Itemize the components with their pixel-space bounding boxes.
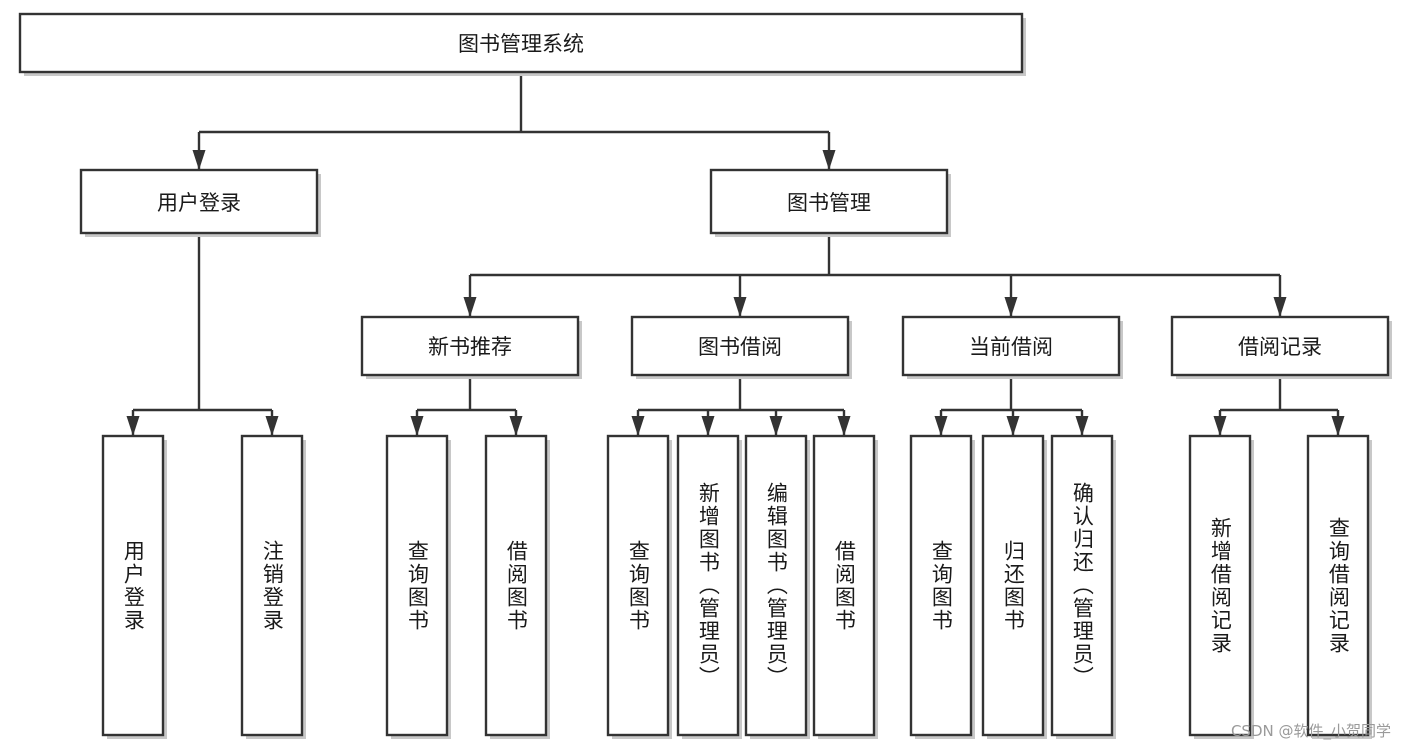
arrow-head — [837, 416, 851, 436]
arrow-head — [126, 416, 140, 436]
arrow-head — [934, 416, 948, 436]
node-box-leaf-user-login[interactable] — [101, 434, 165, 737]
arrow-head — [410, 416, 424, 436]
arrow-head — [1006, 416, 1020, 436]
arrow-head — [1273, 297, 1287, 317]
node-box-leaf-query-book-3[interactable] — [909, 434, 973, 737]
node-box-book-manage[interactable] — [709, 168, 949, 235]
arrow-head — [1213, 416, 1227, 436]
connector-layer — [126, 72, 1345, 436]
node-box-root[interactable] — [18, 12, 1024, 74]
node-box-book-borrow[interactable] — [630, 315, 850, 377]
node-layer — [18, 12, 1392, 739]
node-box-leaf-borrow-book-1[interactable] — [484, 434, 548, 737]
arrow-head — [631, 416, 645, 436]
node-box-leaf-add-book[interactable] — [676, 434, 740, 737]
node-box-current-borrow[interactable] — [901, 315, 1121, 377]
arrow-head — [463, 297, 477, 317]
node-box-borrow-record[interactable] — [1170, 315, 1390, 377]
node-box-user-login[interactable] — [79, 168, 319, 235]
arrow-head — [769, 416, 783, 436]
node-box-leaf-confirm-return[interactable] — [1050, 434, 1114, 737]
arrow-head — [265, 416, 279, 436]
node-box-leaf-edit-book[interactable] — [744, 434, 808, 737]
arrow-head — [733, 297, 747, 317]
arrow-head — [192, 150, 206, 170]
node-box-leaf-return-book[interactable] — [981, 434, 1045, 737]
arrow-head — [822, 150, 836, 170]
node-box-leaf-borrow-book-2[interactable] — [812, 434, 876, 737]
node-box-leaf-logout[interactable] — [240, 434, 304, 737]
arrow-head — [1331, 416, 1345, 436]
node-box-new-book-rec[interactable] — [360, 315, 580, 377]
node-box-leaf-query-book-1[interactable] — [385, 434, 449, 737]
node-box-leaf-query-record[interactable] — [1306, 434, 1370, 737]
arrow-head — [509, 416, 523, 436]
node-box-leaf-add-record[interactable] — [1188, 434, 1252, 737]
arrow-head — [1075, 416, 1089, 436]
arrow-head — [1004, 297, 1018, 317]
arrow-head — [701, 416, 715, 436]
node-box-leaf-query-book-2[interactable] — [606, 434, 670, 737]
